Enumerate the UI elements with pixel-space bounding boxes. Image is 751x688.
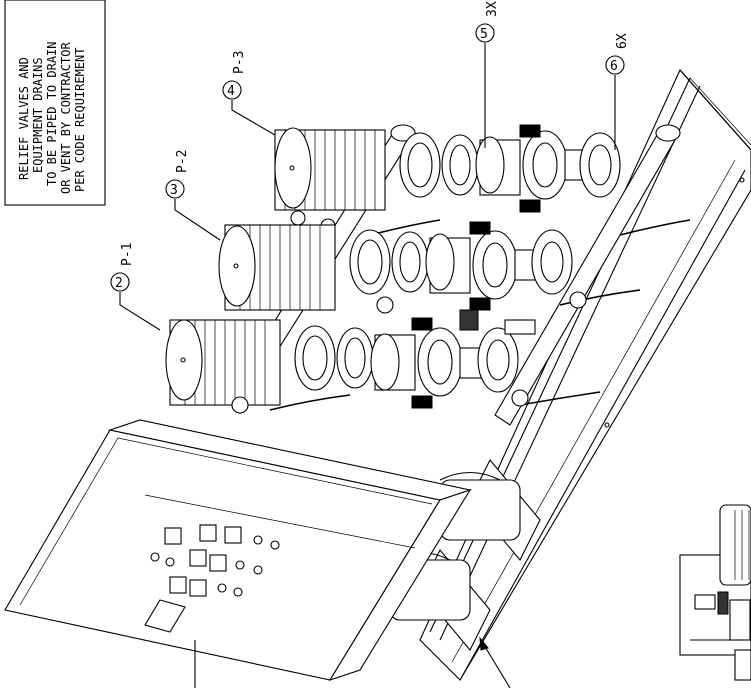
- display-screen: [144, 599, 186, 633]
- indicator-light: [253, 535, 263, 545]
- note-line-4: OR VENT BY CONTRACTOR: [59, 42, 73, 194]
- callout-p3: 4 P-3: [222, 51, 276, 136]
- callout-number-4: 4: [227, 84, 235, 99]
- pump-p1: [165, 309, 601, 414]
- callout-p2: 3 P-2: [165, 150, 221, 241]
- callout-3x: 5 3X: [475, 1, 500, 148]
- selector-switch-4: [189, 549, 207, 567]
- note-line-2: EQUIPMENT DRAINS: [31, 57, 45, 173]
- inset-detail: [679, 504, 751, 681]
- selector-switch-7: [189, 579, 207, 597]
- selector-switch-6: [169, 576, 187, 594]
- selector-switch-2: [199, 524, 217, 542]
- callout-number-6: 6: [610, 59, 618, 74]
- callout-6x: 6 6X: [605, 33, 630, 150]
- pump-p2: [218, 221, 641, 314]
- note-line-3: TO BE PIPED TO DRAIN: [45, 42, 59, 187]
- callout-label-p1: P-1: [120, 243, 135, 266]
- callout-label-p3: P-3: [232, 51, 247, 74]
- callout-number-5: 5: [480, 27, 488, 42]
- discharge-header: [494, 124, 681, 426]
- indicator-light: [270, 540, 280, 550]
- pump-p3: [274, 124, 691, 236]
- indicator-light: [217, 583, 227, 593]
- callout-label-6x: 6X: [615, 33, 630, 49]
- note-line-1: RELIEF VALVES AND: [17, 57, 31, 180]
- indicator-light: [165, 557, 175, 567]
- indicator-light: [150, 552, 160, 562]
- base-leader-arrow: [479, 636, 511, 688]
- indicator-light: [253, 565, 263, 575]
- indicator-light: [233, 587, 243, 597]
- callout-p1: 2 P-1: [110, 243, 161, 331]
- indicator-light: [235, 560, 245, 570]
- control-panel: [4, 419, 473, 688]
- selector-switch-5: [209, 554, 227, 572]
- selector-switch-1: [164, 527, 182, 545]
- selector-switch-3: [224, 526, 242, 544]
- callout-label-3x: 3X: [485, 1, 500, 17]
- note-box: RELIEF VALVES AND EQUIPMENT DRAINS TO BE…: [4, 0, 106, 206]
- note-line-5: PER CODE REQUIREMENT: [73, 48, 87, 193]
- callout-number-2: 2: [115, 276, 123, 291]
- callout-number-3: 3: [170, 183, 178, 198]
- callout-label-p2: P-2: [175, 150, 190, 173]
